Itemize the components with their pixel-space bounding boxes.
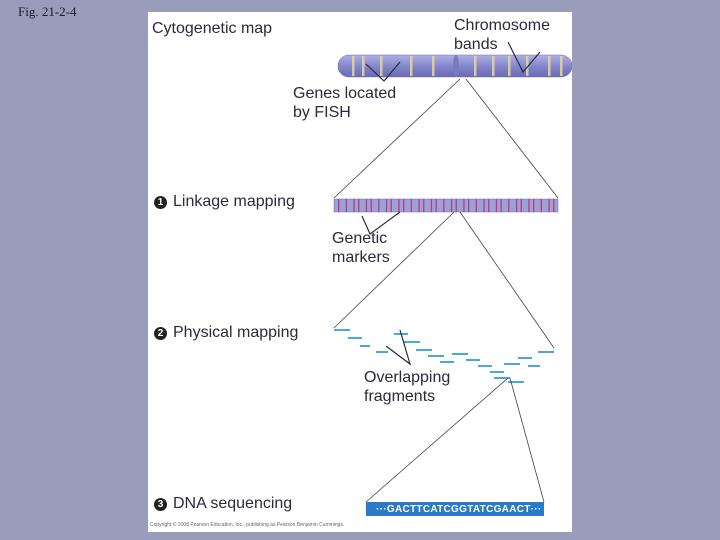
- zoom-line-left-3: [365, 377, 509, 503]
- genetic-marker: [430, 199, 433, 212]
- genetic-marker: [455, 199, 457, 212]
- step-label: DNA sequencing: [173, 495, 293, 512]
- genetic-marker: [553, 199, 555, 212]
- chromosome-bands-label-line1: Chromosome: [454, 17, 551, 34]
- chromosome-band: [410, 56, 413, 76]
- chromosome-band: [548, 56, 551, 76]
- zoom-line-left-2: [333, 211, 455, 329]
- step-dna-sequencing: 3 DNA sequencing: [154, 495, 292, 513]
- bands-pointer: [507, 41, 541, 74]
- sequence-bar: [366, 502, 544, 516]
- chromosome-band: [380, 56, 383, 76]
- genetic-markers-label-line2: markers: [332, 249, 390, 266]
- step-label: Linkage mapping: [173, 193, 295, 210]
- zoom-line-right-2: [459, 211, 555, 349]
- step-number-badge: 2: [154, 326, 167, 340]
- dna-sequence-text: ···GACTTCATCGGTATCGAACT···: [376, 504, 542, 515]
- overlapping-label-line2: fragments: [364, 388, 436, 405]
- diagram-graphics: [333, 41, 572, 516]
- genetic-marker: [358, 199, 360, 212]
- genetic-marker: [488, 199, 490, 212]
- genetic-marker: [370, 199, 372, 212]
- chromosome-band: [432, 56, 435, 76]
- genetic-marker: [528, 199, 530, 212]
- overlapping-fragments: [334, 329, 554, 383]
- step-number-badge: 3: [154, 497, 167, 511]
- genetic-marker: [463, 199, 465, 212]
- fish-pointer: [365, 61, 401, 82]
- zoom-line-right-1: [465, 78, 559, 199]
- chromosome-band: [352, 56, 355, 76]
- genetic-marker-group: [338, 199, 555, 212]
- genetic-marker: [365, 199, 368, 212]
- genes-fish-label-line2: by FISH: [293, 104, 351, 121]
- chromosome-band: [492, 56, 495, 76]
- copyright-text: Copyright © 2008 Pearson Education, Inc.…: [150, 522, 345, 528]
- genetic-marker: [450, 199, 453, 212]
- step-physical-mapping: 2 Physical mapping: [154, 324, 298, 342]
- genetic-marker: [495, 199, 498, 212]
- markers-pointer: [361, 211, 401, 235]
- overlapping-label-line1: Overlapping: [364, 369, 451, 386]
- step-label: Physical mapping: [173, 324, 299, 341]
- genetic-marker: [540, 199, 542, 212]
- genetic-marker: [398, 199, 400, 212]
- genetic-marker: [338, 199, 340, 212]
- step-number-badge: 1: [154, 195, 167, 209]
- genetic-marker: [548, 199, 550, 212]
- genetic-marker: [390, 199, 392, 212]
- diagram-panel: Cytogenetic map Chromosome bands Genes l…: [148, 12, 572, 532]
- genetic-marker: [423, 199, 425, 212]
- figure-label: Fig. 21-2-4: [18, 4, 77, 19]
- genetic-marker: [483, 199, 485, 212]
- genetic-marker: [515, 199, 518, 212]
- genetic-marker: [385, 199, 388, 212]
- chromosome-band: [560, 56, 563, 76]
- genetic-markers-label-line1: Genetic: [332, 230, 388, 247]
- genetic-marker: [468, 199, 470, 212]
- chromosome-band: [362, 56, 365, 76]
- zoom-line-right-3: [509, 377, 545, 503]
- chromosome-band: [526, 56, 529, 76]
- genetic-marker: [508, 199, 510, 212]
- genetic-marker: [520, 199, 522, 212]
- chromosome-bands-label-line2: bands: [454, 36, 498, 53]
- chromosome: [337, 54, 572, 78]
- chromosome-band: [508, 56, 511, 76]
- linkage-map-bar: [333, 198, 559, 213]
- chromosome-band: [474, 56, 477, 76]
- cytogenetic-map-label: Cytogenetic map: [152, 20, 273, 37]
- zoom-line-left-1: [333, 78, 461, 199]
- genetic-marker: [500, 199, 502, 212]
- genetic-marker: [475, 199, 477, 212]
- genetic-marker: [403, 199, 405, 212]
- genetic-marker: [533, 199, 535, 212]
- fragments-pointer: [385, 329, 412, 366]
- genes-fish-label-line1: Genes located: [293, 85, 397, 102]
- genetic-marker: [378, 199, 380, 212]
- genetic-marker: [435, 199, 437, 212]
- genetic-marker: [345, 199, 347, 212]
- chromosome-band-group: [352, 56, 563, 76]
- genetic-marker: [418, 199, 420, 212]
- genetic-marker: [443, 199, 445, 212]
- genetic-marker: [353, 199, 355, 212]
- genetic-marker: [410, 199, 412, 212]
- step-linkage-mapping: 1 Linkage mapping: [154, 193, 295, 211]
- centromere: [453, 55, 459, 77]
